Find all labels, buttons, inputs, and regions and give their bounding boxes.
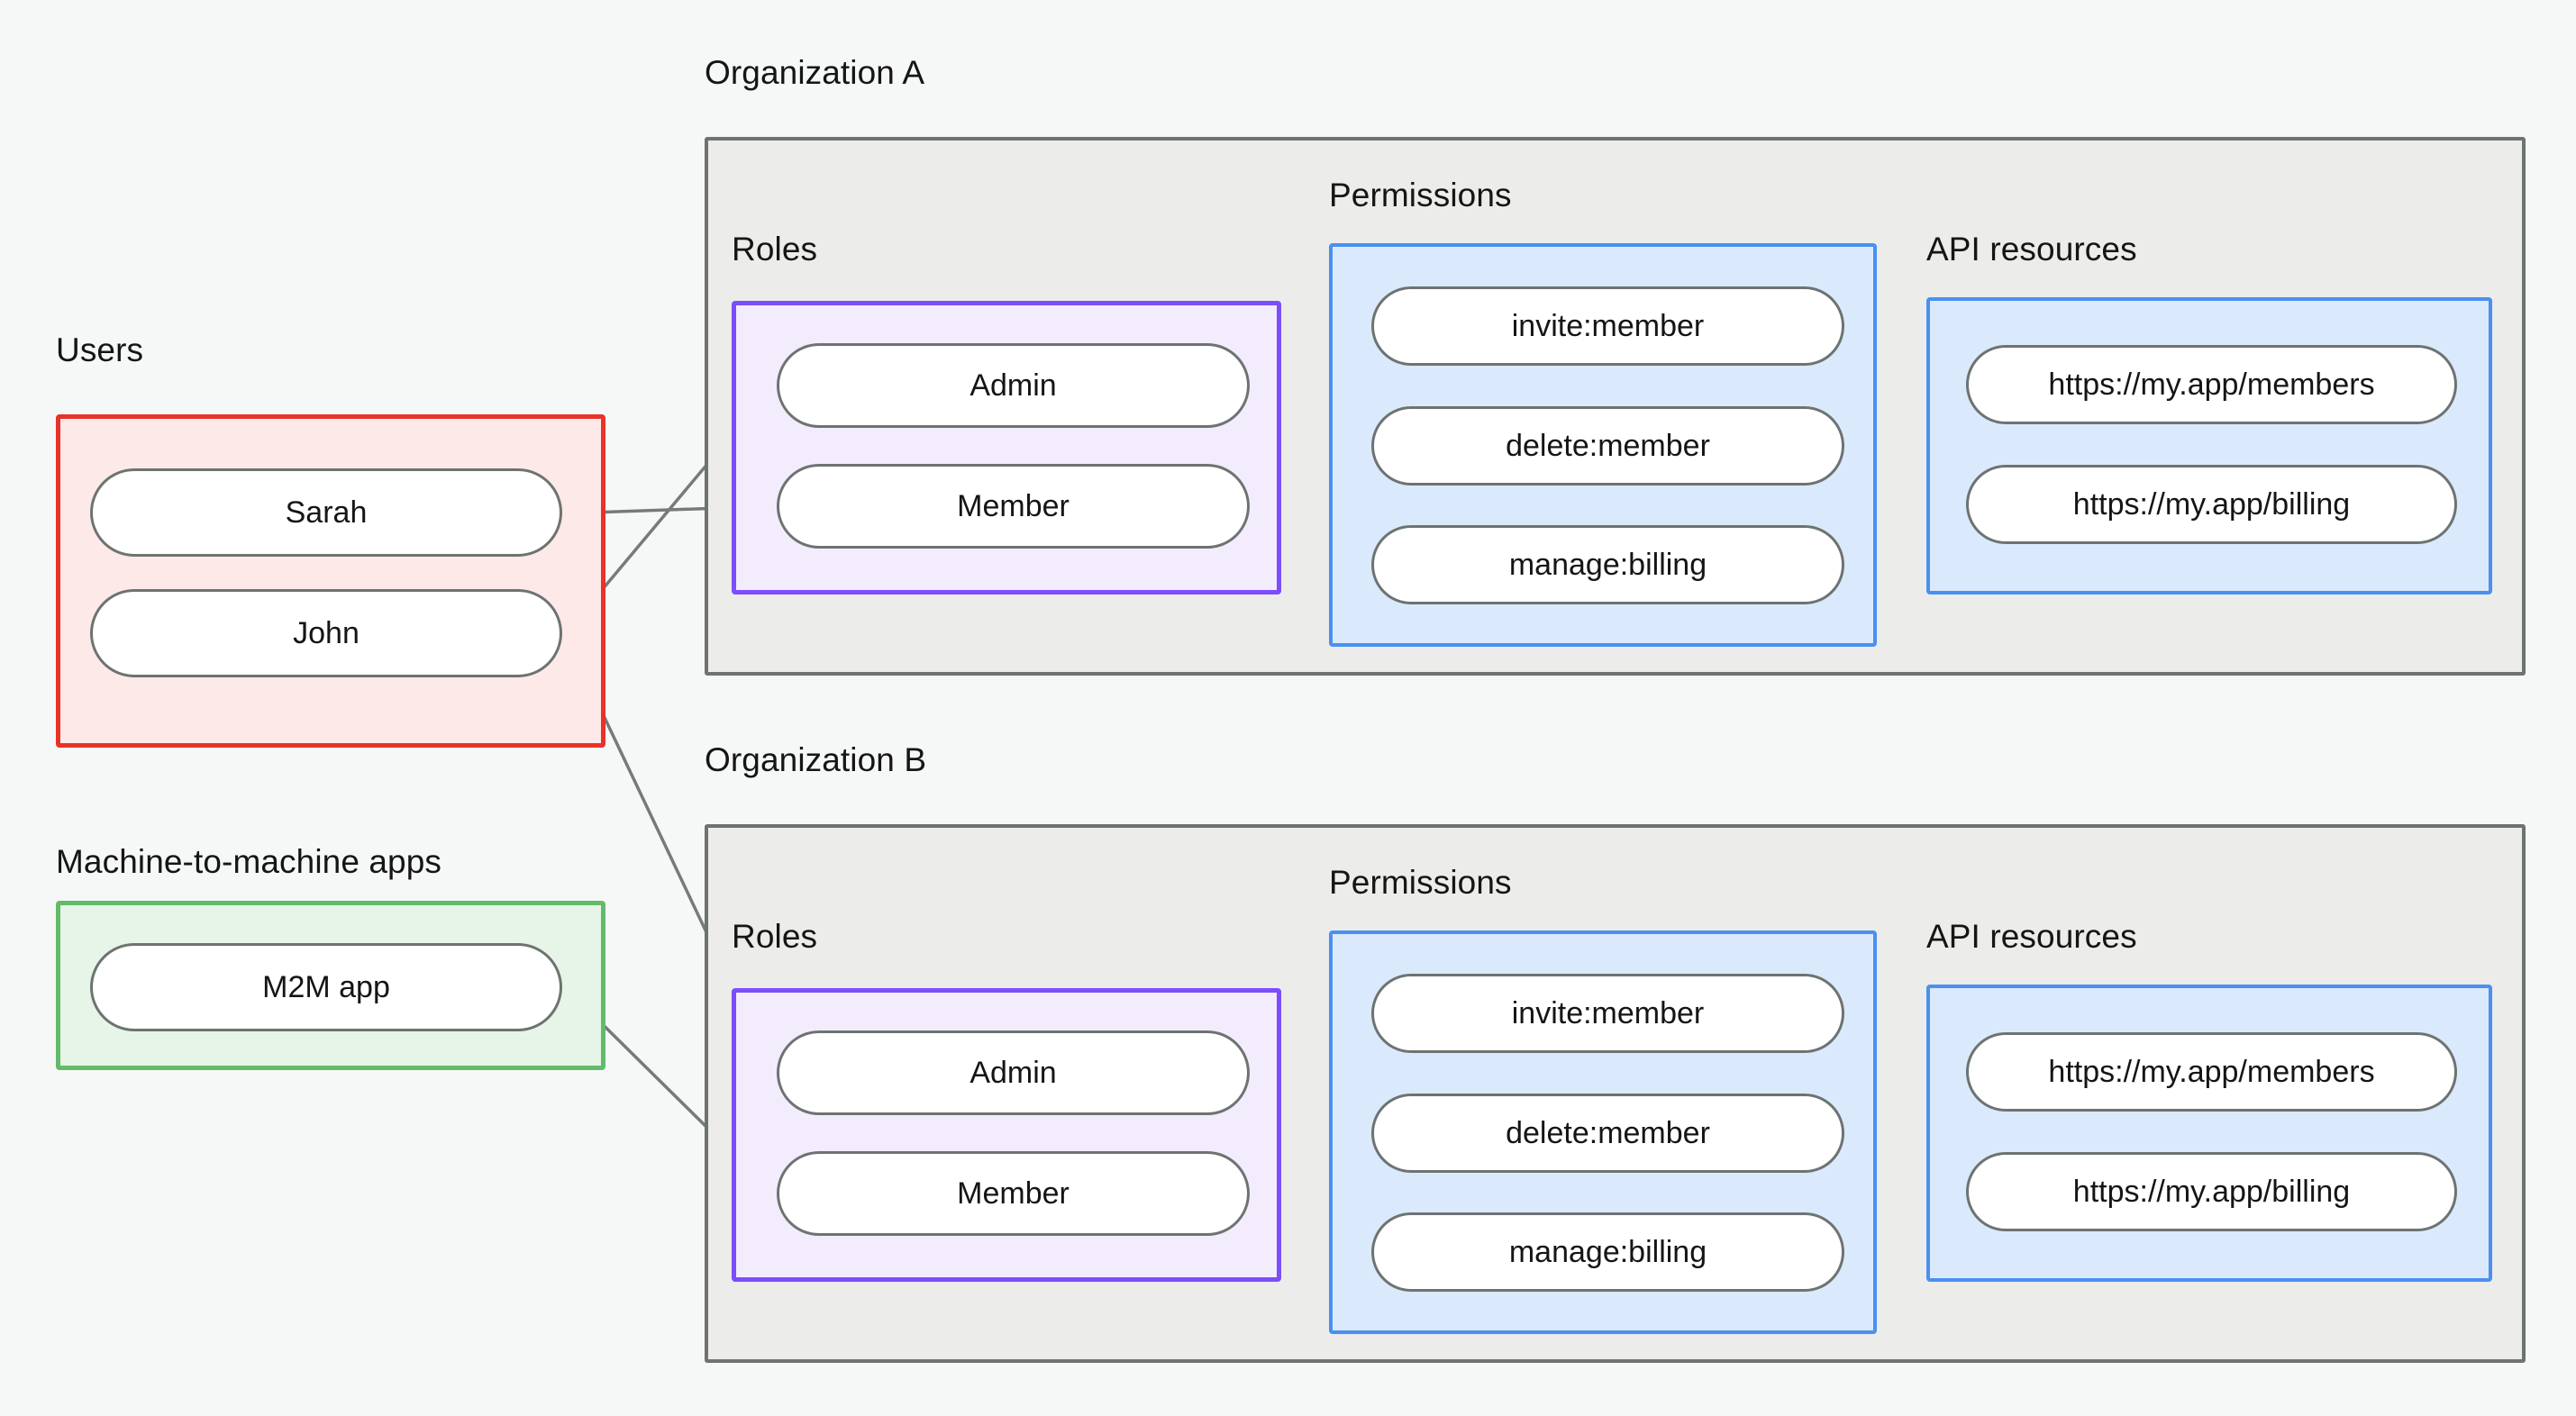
orga-resource-billing-label: https://my.app/billing xyxy=(2072,486,2351,522)
orga-resource-members[interactable]: https://my.app/members xyxy=(1966,345,2457,424)
orga-permission-manage-billing-label: manage:billing xyxy=(1508,547,1707,582)
orga-resources-box xyxy=(1926,297,2492,595)
orga-role-admin-label: Admin xyxy=(969,368,1057,403)
orgb-role-member[interactable]: Member xyxy=(777,1151,1250,1236)
orga-resource-members-label: https://my.app/members xyxy=(2048,367,2375,402)
orga-permission-delete-member[interactable]: delete:member xyxy=(1371,406,1844,486)
orga-permission-manage-billing[interactable]: manage:billing xyxy=(1371,525,1844,604)
orga-role-member[interactable]: Member xyxy=(777,464,1250,549)
orga-resources-label: API resources xyxy=(1926,231,2137,268)
orgb-permission-manage-billing[interactable]: manage:billing xyxy=(1371,1212,1844,1292)
orga-permission-invite-member[interactable]: invite:member xyxy=(1371,286,1844,366)
orgb-role-admin[interactable]: Admin xyxy=(777,1030,1250,1115)
orgb-roles-label: Roles xyxy=(732,918,818,955)
users-group-box xyxy=(56,414,605,748)
users-group-label: Users xyxy=(56,331,144,368)
orgb-role-member-label: Member xyxy=(957,1175,1070,1211)
m2m-node-app-label: M2M app xyxy=(262,969,390,1004)
orga-permission-delete-member-label: delete:member xyxy=(1506,428,1710,463)
orgb-permission-invite-member[interactable]: invite:member xyxy=(1371,974,1844,1053)
orga-resource-billing[interactable]: https://my.app/billing xyxy=(1966,465,2457,544)
orga-role-admin[interactable]: Admin xyxy=(777,343,1250,428)
m2m-node-app[interactable]: M2M app xyxy=(90,943,562,1031)
orga-permission-invite-member-label: invite:member xyxy=(1511,308,1705,343)
organization-a-label: Organization A xyxy=(705,54,925,91)
orgb-resource-members-label: https://my.app/members xyxy=(2048,1054,2375,1089)
organization-b-label: Organization B xyxy=(705,741,927,778)
orga-roles-label: Roles xyxy=(732,231,818,268)
orgb-permission-manage-billing-label: manage:billing xyxy=(1508,1234,1707,1269)
m2m-group-label: Machine-to-machine apps xyxy=(56,843,442,880)
orgb-resources-label: API resources xyxy=(1926,918,2137,955)
orgb-resources-box xyxy=(1926,985,2492,1282)
user-node-sarah[interactable]: Sarah xyxy=(90,468,562,557)
orgb-resource-billing[interactable]: https://my.app/billing xyxy=(1966,1152,2457,1231)
orgb-resource-members[interactable]: https://my.app/members xyxy=(1966,1032,2457,1112)
orgb-permission-delete-member-label: delete:member xyxy=(1506,1115,1710,1150)
user-node-sarah-label: Sarah xyxy=(285,495,368,530)
orgb-resource-billing-label: https://my.app/billing xyxy=(2072,1174,2351,1209)
orga-permissions-label: Permissions xyxy=(1329,177,1512,213)
orgb-role-admin-label: Admin xyxy=(969,1055,1057,1090)
orga-role-member-label: Member xyxy=(957,488,1070,523)
user-node-john[interactable]: John xyxy=(90,589,562,677)
user-node-john-label: John xyxy=(293,615,360,650)
orgb-permission-delete-member[interactable]: delete:member xyxy=(1371,1094,1844,1173)
orgb-permissions-label: Permissions xyxy=(1329,864,1512,901)
orgb-permission-invite-member-label: invite:member xyxy=(1511,995,1705,1030)
